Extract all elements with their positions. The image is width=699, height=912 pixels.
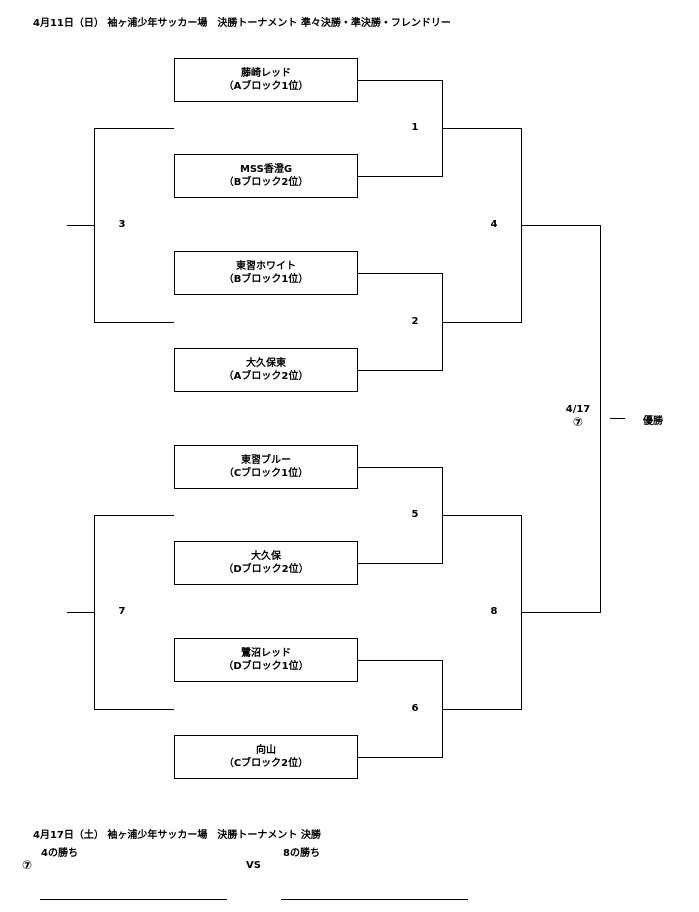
footer-title: 4月17日（土） 袖ヶ浦少年サッカー場 決勝トーナメント 決勝 <box>33 830 321 841</box>
team-block: （Cブロック2位） <box>223 758 309 769</box>
bracket-line <box>94 128 174 129</box>
team-block: （Aブロック2位） <box>223 371 309 382</box>
team-block: （Dブロック2位） <box>223 564 309 575</box>
team-name: 大久保 <box>251 551 281 562</box>
team-name: 東習ホワイト <box>236 261 296 272</box>
team-block: （Cブロック1位） <box>223 468 309 479</box>
team-name: MSS香澄G <box>239 164 293 175</box>
team-block: （Bブロック1位） <box>223 274 309 285</box>
team-box-6: 大久保 （Dブロック2位） <box>174 541 358 585</box>
bracket-line <box>600 225 601 613</box>
final-mark: ⑦ <box>572 415 584 429</box>
bracket-line <box>442 128 522 129</box>
match-number-7: 7 <box>118 606 126 617</box>
bracket-line <box>358 273 443 274</box>
bracket-line <box>358 370 443 371</box>
bracket-line <box>94 515 174 516</box>
final-label: 4/17 ⑦ <box>558 404 598 428</box>
bracket-line <box>358 563 443 564</box>
bracket-line <box>67 225 95 226</box>
team-block: （Dブロック1位） <box>223 661 309 672</box>
team-block: （Aブロック1位） <box>223 81 309 92</box>
bracket-line <box>67 612 95 613</box>
match-number-4: 4 <box>490 219 498 230</box>
team-box-5: 東習ブルー （Cブロック1位） <box>174 445 358 489</box>
team-name: 大久保東 <box>246 358 286 369</box>
match-number-1: 1 <box>411 122 419 133</box>
right-slot-label: 8の勝ち <box>283 848 320 859</box>
bracket-line <box>358 757 443 758</box>
vs-label: VS <box>246 860 261 871</box>
bracket-line <box>521 612 601 613</box>
bracket-line <box>358 176 443 177</box>
bracket-line <box>94 709 174 710</box>
team-box-4: 大久保東 （Aブロック2位） <box>174 348 358 392</box>
bracket-line <box>358 660 443 661</box>
bracket-line <box>442 515 522 516</box>
left-blank-line <box>40 899 227 900</box>
team-name: 向山 <box>256 745 276 756</box>
left-slot-label: 4の勝ち <box>41 848 78 859</box>
team-box-3: 東習ホワイト （Bブロック1位） <box>174 251 358 295</box>
match-number-6: 6 <box>411 703 419 714</box>
bracket-line <box>610 418 625 419</box>
bracket-line <box>358 467 443 468</box>
bracket-line <box>442 709 522 710</box>
team-box-1: 藤崎レッド （Aブロック1位） <box>174 58 358 102</box>
bracket-line <box>358 80 443 81</box>
right-blank-line <box>281 899 468 900</box>
final-date: 4/17 <box>565 404 591 415</box>
match-number-5: 5 <box>411 509 419 520</box>
bracket-line <box>442 322 522 323</box>
match-number-3: 3 <box>118 219 126 230</box>
team-name: 東習ブルー <box>241 455 291 466</box>
bracket-line <box>521 225 601 226</box>
bracket-line <box>94 322 174 323</box>
team-block: （Bブロック2位） <box>223 177 309 188</box>
team-box-2: MSS香澄G （Bブロック2位） <box>174 154 358 198</box>
page-header: 4月11日（日） 袖ヶ浦少年サッカー場 決勝トーナメント 準々決勝・準決勝・フレ… <box>33 18 451 29</box>
match-number-8: 8 <box>490 606 498 617</box>
team-box-8: 向山 （Cブロック2位） <box>174 735 358 779</box>
winner-label: 優勝 <box>643 416 663 427</box>
team-box-7: 鷺沼レッド （Dブロック1位） <box>174 638 358 682</box>
footer-mark: ⑦ <box>22 858 33 872</box>
match-number-2: 2 <box>411 316 419 327</box>
team-name: 藤崎レッド <box>241 68 291 79</box>
team-name: 鷺沼レッド <box>241 648 291 659</box>
